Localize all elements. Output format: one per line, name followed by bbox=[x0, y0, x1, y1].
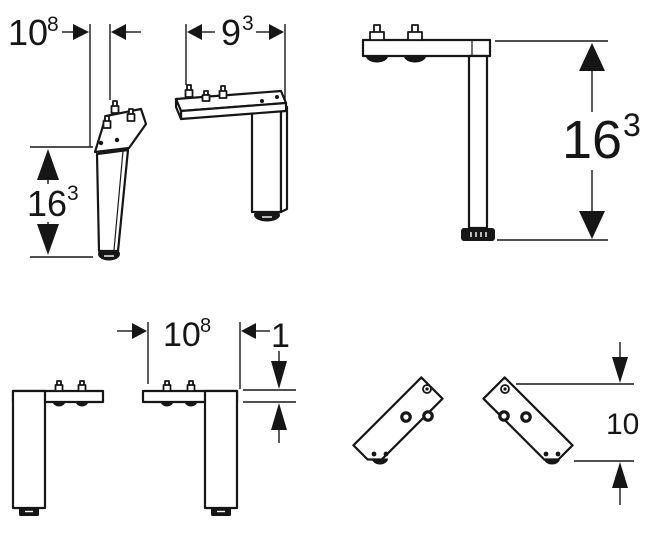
arrow-up-icon bbox=[37, 149, 59, 180]
dim-top-left-height: 16 3 bbox=[24, 146, 93, 258]
dim-bottom-width-value: 10 bbox=[163, 316, 201, 354]
mounting-studs bbox=[162, 380, 196, 392]
dim-top-left-depth-sup: 3 bbox=[242, 12, 254, 35]
arrow-left-icon bbox=[187, 24, 202, 40]
dim-side-view-height-sup: 3 bbox=[623, 107, 641, 143]
arrow-up-icon bbox=[271, 403, 287, 430]
dim-top-left-width-value: 10 bbox=[8, 12, 48, 53]
l-leg-drawing bbox=[174, 84, 289, 222]
figure-mounting-plates-top-view: 10 bbox=[352, 342, 639, 505]
leg-body bbox=[467, 54, 489, 230]
dim-bracket-thickness-value: 1 bbox=[271, 317, 290, 355]
arrow-down-icon bbox=[579, 211, 605, 239]
dim-bracket-thickness: 1 bbox=[243, 317, 296, 443]
leg-body bbox=[95, 148, 130, 253]
arrow-right-icon bbox=[132, 323, 147, 339]
mounting-studs bbox=[54, 380, 87, 392]
right-plate-holes bbox=[498, 384, 561, 465]
left-leg-drawing bbox=[11, 380, 105, 516]
arrow-down-icon bbox=[271, 361, 287, 389]
figure-leg-pair-side-view: 10 8 1 bbox=[11, 315, 296, 516]
plate-foot bbox=[544, 458, 560, 465]
dim-plate-depth: 10 bbox=[516, 342, 639, 505]
dim-top-left-width: 10 8 bbox=[8, 12, 141, 147]
figure-leg-pair-perspective: 10 8 16 3 bbox=[8, 12, 289, 261]
dim-top-left-width-sup: 8 bbox=[47, 13, 59, 36]
right-leg-drawing bbox=[141, 380, 239, 516]
left-plate-holes bbox=[371, 384, 434, 465]
leg-body bbox=[11, 389, 47, 510]
arrow-right-icon bbox=[269, 24, 284, 40]
dim-top-left-height-value: 16 bbox=[27, 183, 67, 224]
dim-side-view-height-value: 16 bbox=[562, 110, 622, 170]
mounting-studs bbox=[184, 84, 228, 102]
dim-top-left-height-sup: 3 bbox=[67, 182, 79, 205]
plate-foot bbox=[372, 458, 388, 465]
arrow-right-icon bbox=[73, 24, 89, 40]
arrow-down-icon bbox=[37, 224, 59, 255]
leg-body bbox=[250, 108, 283, 214]
arrow-up-icon bbox=[612, 462, 628, 488]
dim-plate-depth-value: 10 bbox=[606, 408, 639, 441]
leg-foot bbox=[461, 228, 495, 241]
dim-bottom-width-sup: 8 bbox=[200, 315, 211, 337]
figure-leg-side-view: 16 3 bbox=[361, 24, 641, 241]
dim-bottom-width: 10 8 bbox=[117, 315, 270, 389]
arrow-up-icon bbox=[579, 43, 605, 71]
dim-side-view-height: 16 3 bbox=[495, 40, 641, 241]
arrow-left-icon bbox=[241, 323, 256, 339]
dim-top-left-depth: 9 3 bbox=[185, 12, 286, 103]
leg-body bbox=[203, 389, 239, 510]
angled-leg-drawing bbox=[93, 100, 148, 261]
arrow-left-icon bbox=[111, 24, 126, 40]
mounting-plate bbox=[93, 107, 148, 154]
mounting-studs bbox=[102, 100, 136, 129]
arrow-down-icon bbox=[612, 357, 628, 383]
side-view-leg-drawing bbox=[361, 24, 495, 241]
dim-top-left-depth-value: 9 bbox=[221, 12, 241, 53]
mounting-bracket bbox=[361, 38, 492, 58]
mounting-studs bbox=[369, 24, 423, 41]
